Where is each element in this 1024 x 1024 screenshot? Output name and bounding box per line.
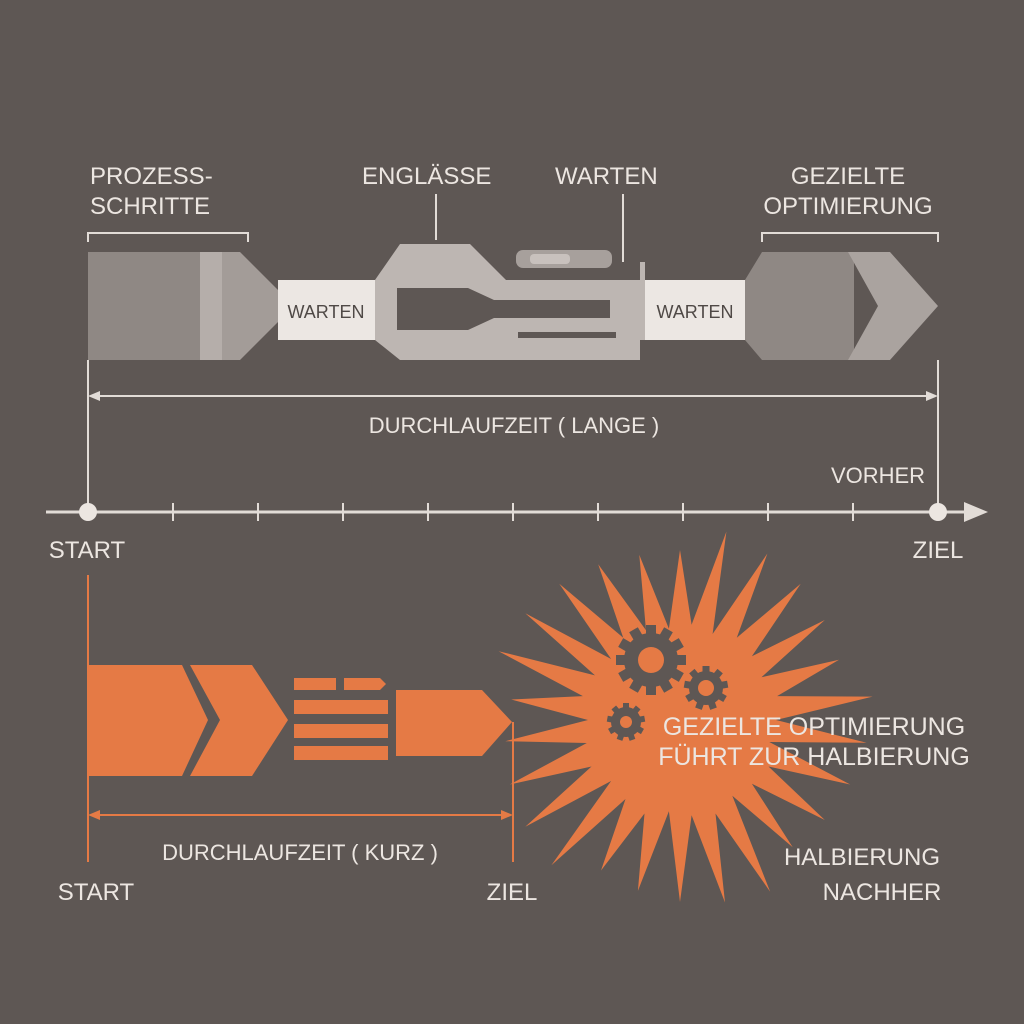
timeline-arrowhead bbox=[964, 502, 988, 522]
short-bar-2 bbox=[294, 724, 388, 738]
bottleneck-channel bbox=[397, 288, 610, 330]
optimization-starburst bbox=[498, 531, 873, 903]
short-dash-1 bbox=[294, 678, 336, 690]
timeline-end-dot bbox=[929, 503, 947, 521]
optimization-joint bbox=[745, 252, 762, 360]
duration-short-label: DURCHLAUFZEIT ( KURZ ) bbox=[162, 840, 438, 865]
duration-long-label: DURCHLAUFZEIT ( LANGE ) bbox=[369, 413, 660, 438]
label-wait: WARTEN bbox=[555, 163, 658, 190]
duration-long-dimension bbox=[87, 360, 939, 510]
timeline bbox=[46, 502, 988, 522]
gear-tooth bbox=[646, 681, 656, 695]
optimization-arrow bbox=[848, 252, 938, 360]
label-process-steps-line2: SCHRITTE bbox=[90, 193, 210, 220]
burst-text-line2: FÜHRT ZUR HALBIERUNG bbox=[658, 743, 970, 771]
after-label: NACHHER bbox=[823, 879, 942, 906]
bottleneck-knob bbox=[555, 284, 585, 298]
bottleneck-slot bbox=[518, 332, 616, 338]
process-step-1-stripe bbox=[200, 252, 222, 360]
timeline-ticks bbox=[172, 503, 854, 521]
process-step-1-tip bbox=[222, 252, 278, 360]
timeline-end-label: ZIEL bbox=[913, 537, 964, 564]
gear-tooth bbox=[646, 625, 656, 639]
short-bar-3 bbox=[294, 746, 388, 760]
bracket-optimization bbox=[761, 232, 939, 242]
halving-label: HALBIERUNG bbox=[784, 844, 940, 871]
gear-medium-icon bbox=[683, 666, 729, 710]
process-bar-long: WARTEN WARTEN bbox=[88, 244, 938, 360]
wait-box-1-label: WARTEN bbox=[287, 302, 364, 322]
bottleneck-pipe-highlight bbox=[530, 254, 570, 264]
short-dash-2 bbox=[344, 678, 386, 690]
wait-box-2-label: WARTEN bbox=[656, 302, 733, 322]
label-process-steps-line1: PROZESS- bbox=[90, 163, 213, 190]
process-bar-short bbox=[88, 665, 512, 776]
gear-small-icon bbox=[606, 703, 646, 741]
bracket-process-steps bbox=[87, 232, 249, 242]
short-bar-1 bbox=[294, 700, 388, 714]
timeline-start-dot bbox=[79, 503, 97, 521]
optimization-step bbox=[762, 252, 854, 360]
duration-short-dimension bbox=[87, 575, 514, 862]
gear-large-icon bbox=[616, 625, 686, 695]
label-optimization-line2: OPTIMIERUNG bbox=[763, 193, 932, 220]
timeline-start-label: START bbox=[49, 537, 126, 564]
short-step-2 bbox=[190, 665, 288, 776]
label-optimization-line1: GEZIELTE bbox=[791, 163, 905, 190]
before-label: VORHER bbox=[831, 463, 925, 488]
process-step-1 bbox=[88, 252, 200, 360]
wait-box-1 bbox=[278, 280, 375, 340]
short-step-1 bbox=[88, 665, 208, 776]
bottom-start-label: START bbox=[58, 879, 135, 906]
wait-box-2 bbox=[645, 280, 745, 340]
label-bottlenecks: ENGLÄSSE bbox=[362, 163, 491, 190]
short-step-final bbox=[396, 690, 512, 756]
label-brackets bbox=[87, 194, 939, 262]
burst-text-line1: GEZIELTE OPTIMIERUNG bbox=[663, 713, 965, 741]
gear-icons bbox=[606, 625, 729, 741]
bottom-end-label: ZIEL bbox=[487, 879, 538, 906]
